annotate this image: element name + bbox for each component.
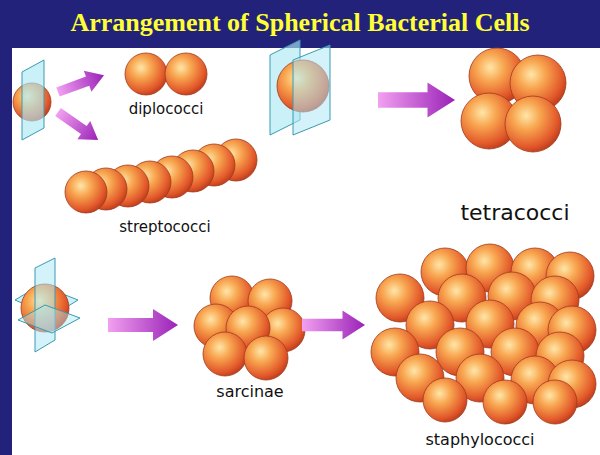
diagram-title: Arrangement of Spherical Bacterial Cells	[70, 8, 529, 38]
arrangement-label: streptococci	[119, 218, 210, 236]
arrangement-label: diplococci	[129, 100, 204, 118]
arrangement-label: sarcinae	[216, 382, 283, 401]
arrangement-label: tetracocci	[460, 200, 569, 225]
arrangement-label: staphylococci	[425, 430, 534, 449]
